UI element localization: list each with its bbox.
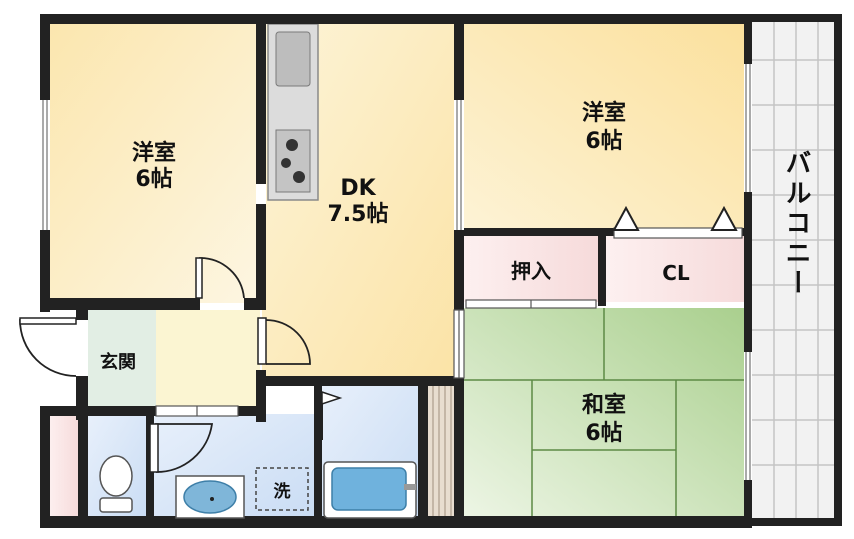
oshiire-floor [462,236,600,302]
japanese-room-name: 和室 [582,392,626,418]
tatami-lines [462,308,750,522]
oshiire-label: 押入 [511,259,551,283]
door-leaves [19,257,267,473]
western-room-right-name: 洋室 [582,100,626,126]
closet-door-marks [612,205,738,231]
flag-marker [321,390,343,440]
western-room-left-name: 洋室 [132,140,176,166]
western-room-left-size: 6帖 [135,167,172,192]
dk-name: DK [340,176,376,201]
balcony-rail [834,14,842,526]
entrance-floor [88,310,156,410]
closet-floor [606,236,750,302]
balcony-grid [752,14,840,526]
western-room-right-size: 6帖 [585,129,622,154]
washer-label: 洗 [274,481,291,502]
windows [40,64,752,480]
western-room-left-floor [48,20,260,303]
balcony-bottom-rail [752,518,842,526]
japanese-room-floor [462,308,750,522]
window-left [40,100,50,230]
dk-size: 7.5帖 [328,202,389,227]
kitchen-counter [267,23,319,201]
bathtub [323,461,417,519]
toilet-fixture [99,455,133,513]
window-kitchen [256,184,266,204]
sliding-doors [155,227,743,417]
balcony-label: バルコニー [781,149,811,299]
storage-floor [48,414,80,522]
western-room-right-floor [462,20,750,232]
entrance-label: 玄関 [100,351,136,373]
washbasin [175,475,245,519]
window-balcony-bottom [744,352,752,480]
balcony-top-rail [752,14,842,22]
hall-floor [156,310,260,410]
japanese-room-size: 6帖 [585,421,622,446]
window-balcony-top [744,64,752,192]
window-dk-right [454,100,464,230]
closet-label: CL [662,261,690,285]
washer-space [255,467,309,511]
